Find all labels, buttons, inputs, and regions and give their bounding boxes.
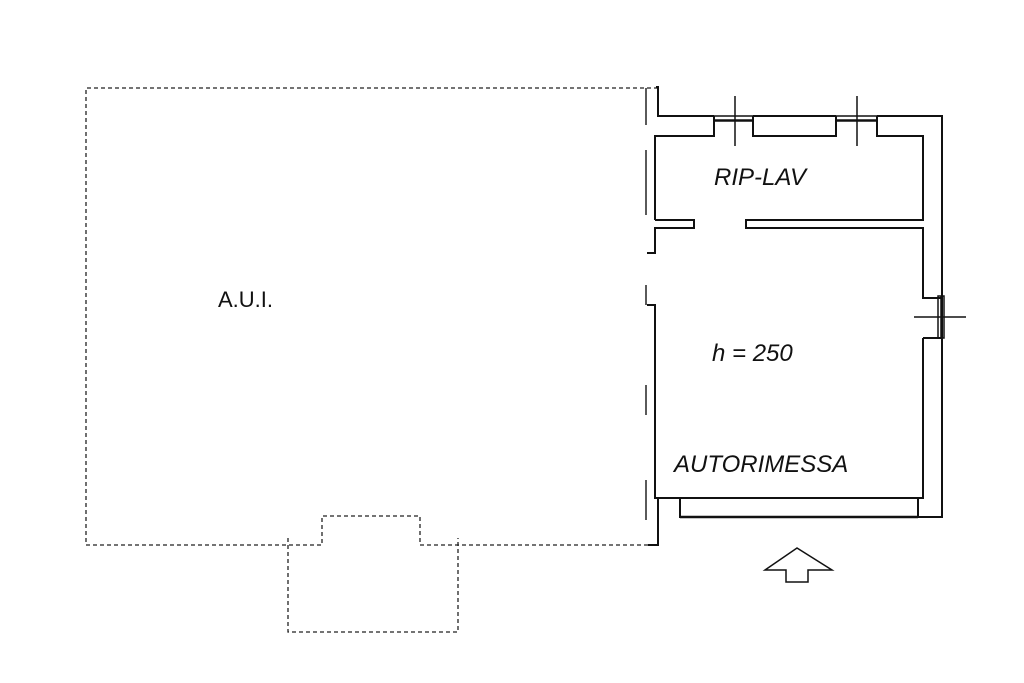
label-autorimessa: AUTORIMESSA <box>672 451 848 478</box>
entrance-arrow-icon <box>762 547 835 583</box>
aui-lower-projection <box>287 538 459 633</box>
label-aui: A.U.I. <box>218 287 273 312</box>
aui-dashed-outline <box>85 87 658 633</box>
window-marks <box>713 96 966 339</box>
label-rip-lav: RIP-LAV <box>714 164 808 191</box>
label-height: h = 250 <box>712 340 793 367</box>
